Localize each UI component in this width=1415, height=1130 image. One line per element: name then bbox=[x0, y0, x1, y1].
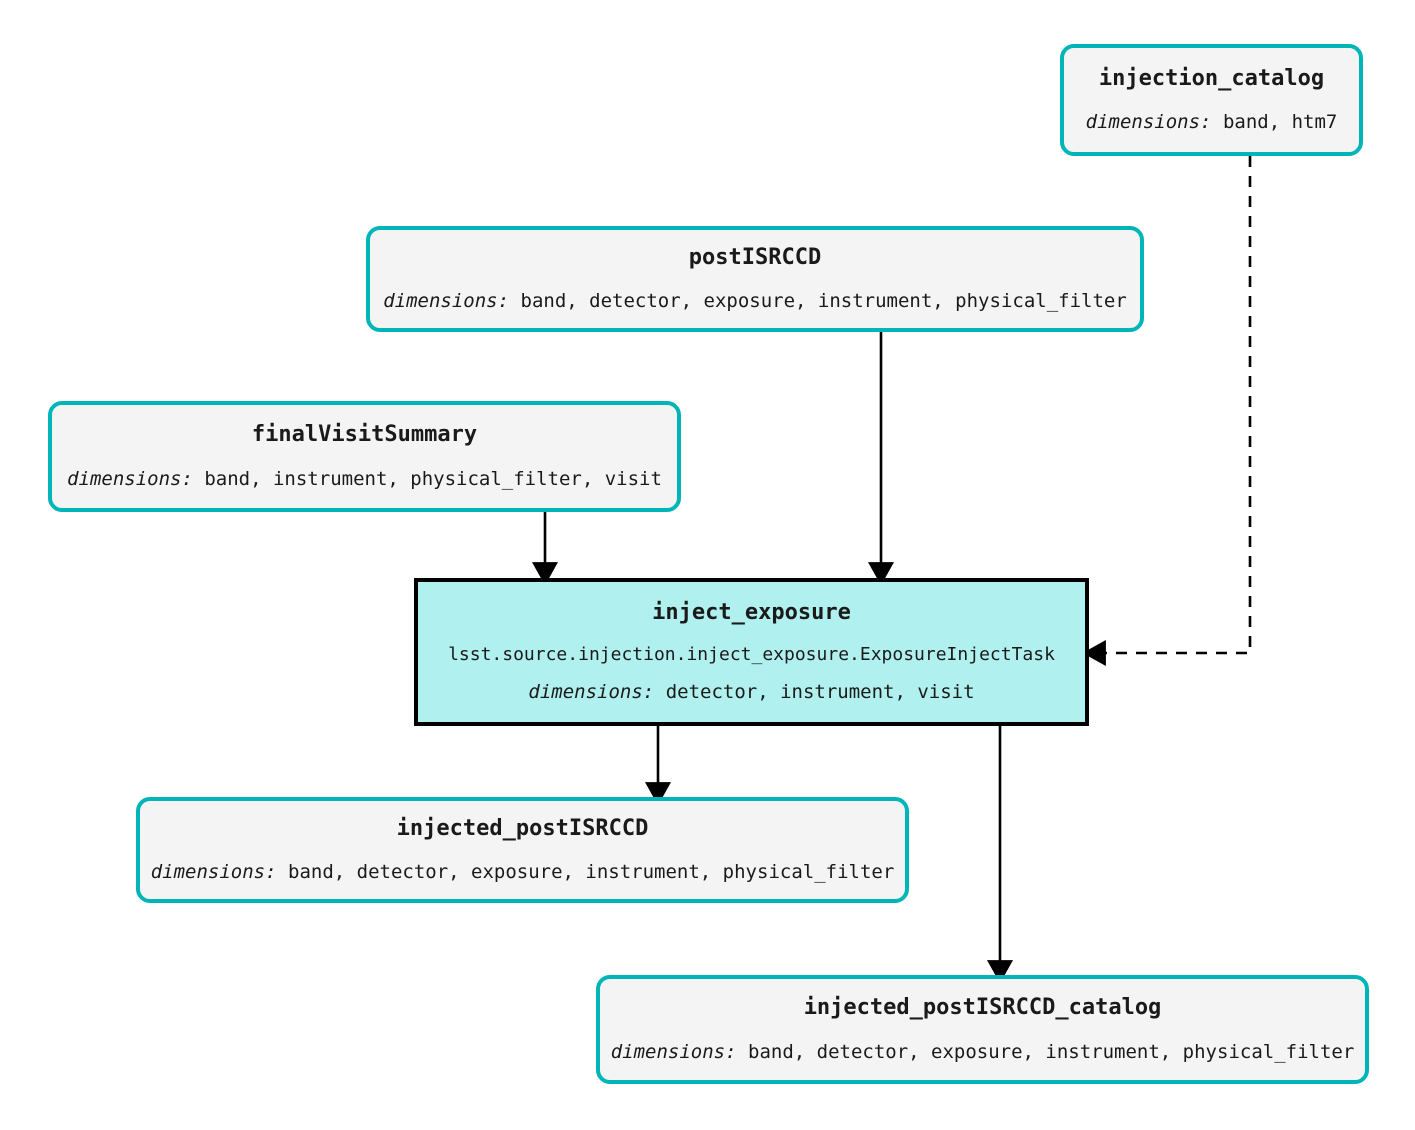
dimensions-values: band, htm7 bbox=[1211, 111, 1338, 134]
dataset-node-finalvisitsummary[interactable]: finalVisitSummary dimensions: band, inst… bbox=[48, 401, 681, 512]
node-dimensions: dimensions: band, detector, exposure, in… bbox=[151, 860, 895, 885]
task-node-inject-exposure[interactable]: inject_exposure lsst.source.injection.in… bbox=[414, 578, 1089, 726]
node-title: injected_postISRCCD bbox=[396, 815, 649, 841]
dimensions-label: dimensions: bbox=[610, 1040, 737, 1063]
dimensions-label: dimensions: bbox=[1085, 111, 1212, 134]
node-title: injection_catalog bbox=[1098, 65, 1325, 91]
dimensions-values: band, detector, exposure, instrument, ph… bbox=[509, 290, 1127, 313]
node-dimensions: dimensions: detector, instrument, visit bbox=[528, 680, 974, 705]
dimensions-label: dimensions: bbox=[150, 861, 277, 884]
dataset-node-injected-postisrccd[interactable]: injected_postISRCCD dimensions: band, de… bbox=[136, 797, 909, 903]
node-title: inject_exposure bbox=[652, 600, 851, 626]
dataset-node-postisrccd[interactable]: postISRCCD dimensions: band, detector, e… bbox=[366, 226, 1144, 332]
dimensions-label: dimensions: bbox=[528, 681, 655, 704]
node-dimensions: dimensions: band, detector, exposure, in… bbox=[383, 289, 1127, 314]
dimensions-values: band, detector, exposure, instrument, ph… bbox=[276, 861, 895, 884]
node-title: finalVisitSummary bbox=[251, 422, 478, 448]
dimensions-values: detector, instrument, visit bbox=[654, 681, 975, 704]
node-dimensions: dimensions: band, detector, exposure, in… bbox=[611, 1040, 1355, 1065]
node-class-path: lsst.source.injection.inject_exposure.Ex… bbox=[448, 643, 1055, 665]
dimensions-label: dimensions: bbox=[67, 467, 193, 490]
dimensions-values: band, instrument, physical_filter, visit bbox=[192, 467, 662, 490]
node-title: injected_postISRCCD_catalog bbox=[803, 995, 1162, 1021]
node-dimensions: dimensions: band, htm7 bbox=[1086, 110, 1338, 135]
dataset-node-injected-postisrccd-catalog[interactable]: injected_postISRCCD_catalog dimensions: … bbox=[596, 975, 1369, 1084]
node-title: postISRCCD bbox=[688, 244, 822, 270]
dataset-node-injection-catalog[interactable]: injection_catalog dimensions: band, htm7 bbox=[1060, 44, 1363, 156]
node-dimensions: dimensions: band, instrument, physical_f… bbox=[67, 467, 662, 492]
dimensions-label: dimensions: bbox=[383, 290, 510, 313]
dimensions-values: band, detector, exposure, instrument, ph… bbox=[736, 1040, 1355, 1063]
